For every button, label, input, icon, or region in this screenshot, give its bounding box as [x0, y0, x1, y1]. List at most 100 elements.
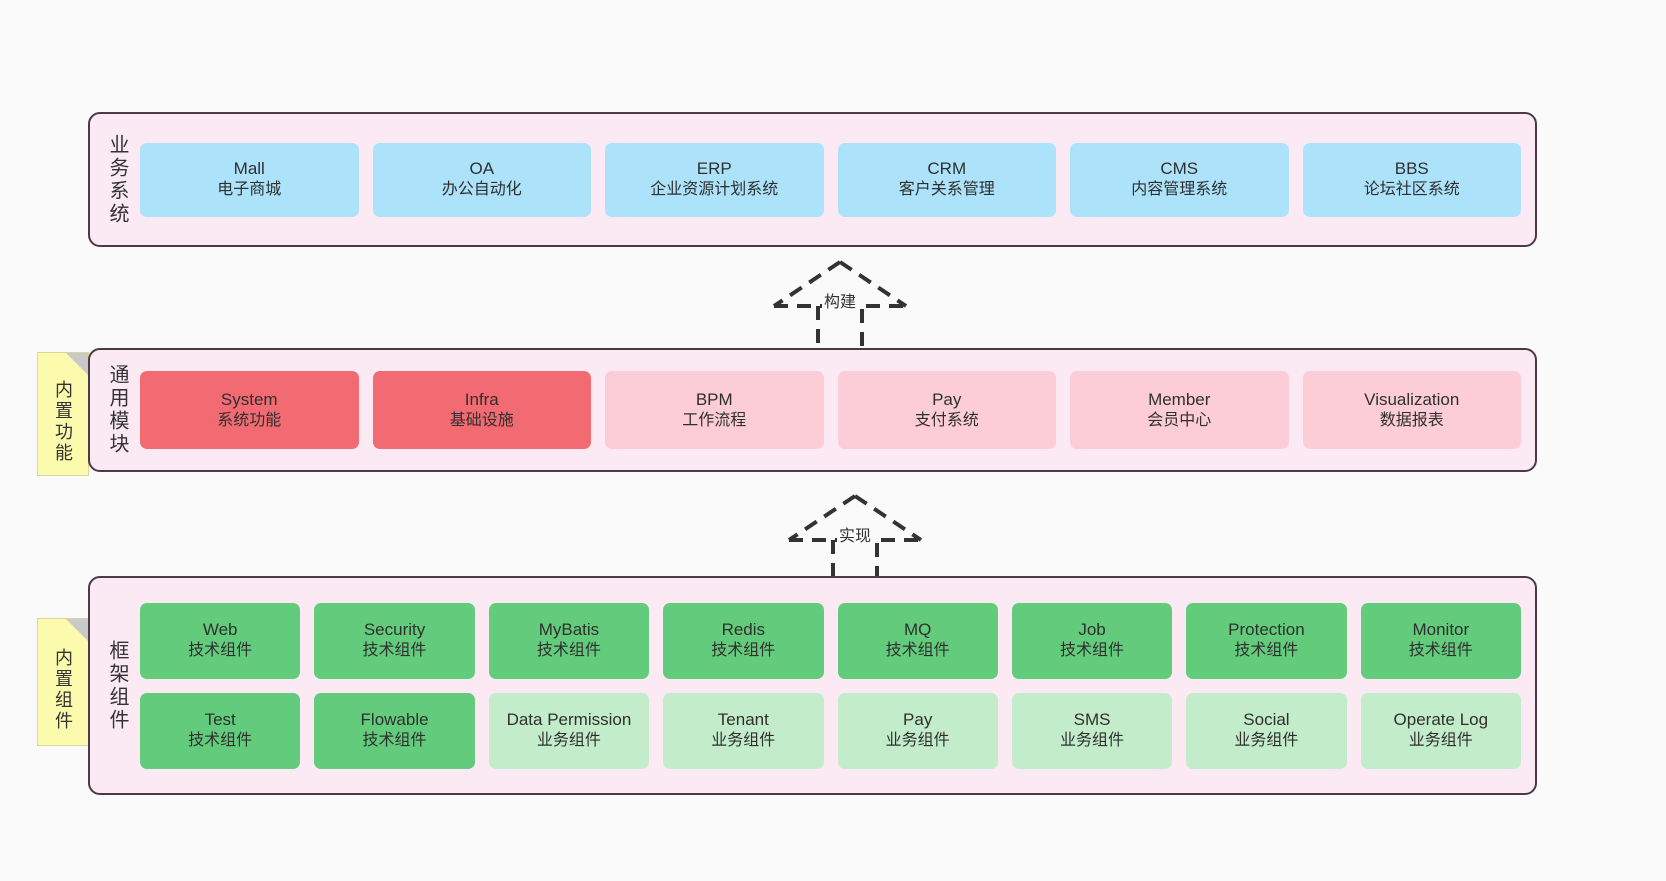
- layer-framework-components: 框架组件 Web 技术组件 Security 技术组件 MyBatis 技术组件…: [88, 576, 1537, 795]
- card-row: System 系统功能 Infra 基础设施 BPM 工作流程 Pay 支付系统…: [140, 371, 1521, 449]
- card-title: MyBatis: [538, 620, 600, 640]
- card-row: Test 技术组件 Flowable 技术组件 Data Permission …: [140, 692, 1521, 769]
- card-operate-log[interactable]: Operate Log 业务组件: [1360, 692, 1521, 769]
- layer-caption-common-modules: 通用模块: [106, 364, 128, 456]
- card-crm[interactable]: CRM 客户关系管理: [837, 142, 1056, 217]
- layer-caption-framework-components: 框架组件: [106, 639, 128, 732]
- card-title: Job: [1078, 620, 1106, 640]
- card-bpm[interactable]: BPM 工作流程: [605, 371, 824, 449]
- card-subtitle: 技术组件: [188, 642, 253, 660]
- card-title: System: [220, 389, 278, 409]
- card-subtitle: 数据报表: [1379, 411, 1444, 429]
- card-row: Mall 电子商城 OA 办公自动化 ERP 企业资源计划系统 CRM 客户关系…: [140, 142, 1521, 217]
- card-flowable[interactable]: Flowable 技术组件: [314, 692, 475, 769]
- page-fold-icon: [66, 619, 88, 641]
- card-test[interactable]: Test 技术组件: [140, 692, 301, 769]
- card-infra[interactable]: Infra 基础设施: [372, 371, 591, 449]
- card-title: Visualization: [1364, 389, 1460, 409]
- layer-body-framework-components: Web 技术组件 Security 技术组件 MyBatis 技术组件 Redi…: [134, 578, 1535, 793]
- card-subtitle: 技术组件: [711, 642, 776, 660]
- card-subtitle: 业务组件: [1408, 732, 1473, 750]
- layer-caption-business-systems: 业务系统: [106, 133, 128, 226]
- card-title: Flowable: [360, 710, 429, 730]
- card-title: Redis: [721, 620, 766, 640]
- layer-body-common-modules: System 系统功能 Infra 基础设施 BPM 工作流程 Pay 支付系统…: [134, 350, 1535, 470]
- card-subtitle: 技术组件: [1060, 642, 1125, 660]
- card-subtitle: 业务组件: [1234, 732, 1299, 750]
- card-system[interactable]: System 系统功能: [140, 371, 359, 449]
- card-subtitle: 论坛社区系统: [1363, 181, 1460, 199]
- card-mall[interactable]: Mall 电子商城: [140, 142, 359, 217]
- card-subtitle: 客户关系管理: [898, 181, 995, 199]
- card-monitor[interactable]: Monitor 技术组件: [1360, 602, 1521, 679]
- card-title: Pay: [932, 389, 962, 409]
- card-title: Data Permission: [506, 710, 632, 730]
- card-subtitle: 技术组件: [1234, 642, 1299, 660]
- connector-implement-label: 实现: [836, 522, 874, 546]
- card-title: Pay: [903, 710, 933, 730]
- card-title: Operate Log: [1393, 710, 1489, 730]
- card-member[interactable]: Member 会员中心: [1070, 371, 1289, 449]
- card-title: Tenant: [717, 710, 769, 730]
- card-subtitle: 技术组件: [362, 642, 427, 660]
- card-job[interactable]: Job 技术组件: [1011, 602, 1173, 679]
- card-social[interactable]: Social 业务组件: [1186, 692, 1347, 769]
- note-label: 内置功能: [53, 380, 73, 464]
- card-visualization[interactable]: Visualization 数据报表: [1302, 371, 1521, 449]
- card-subtitle: 系统功能: [217, 411, 282, 429]
- card-title: Web: [202, 620, 238, 640]
- card-pay-component[interactable]: Pay 业务组件: [837, 692, 998, 769]
- card-title: Social: [1243, 710, 1290, 730]
- card-title: MQ: [903, 620, 932, 640]
- card-security[interactable]: Security 技术组件: [314, 602, 475, 679]
- card-subtitle: 会员中心: [1147, 411, 1212, 429]
- card-title: Infra: [464, 389, 499, 409]
- card-subtitle: 支付系统: [914, 411, 979, 429]
- card-title: Protection: [1228, 620, 1305, 640]
- page-fold-icon: [66, 353, 88, 375]
- card-pay-module[interactable]: Pay 支付系统: [837, 371, 1056, 449]
- card-mq[interactable]: MQ 技术组件: [837, 602, 998, 679]
- layer-business-systems: 业务系统 Mall 电子商城 OA 办公自动化 ERP 企业资源计划系统 CRM…: [88, 112, 1537, 247]
- card-mybatis[interactable]: MyBatis 技术组件: [488, 602, 650, 679]
- card-bbs[interactable]: BBS 论坛社区系统: [1302, 142, 1521, 217]
- card-subtitle: 技术组件: [536, 642, 601, 660]
- note-builtin-components: 内置组件: [37, 618, 89, 746]
- card-web[interactable]: Web 技术组件: [140, 602, 301, 679]
- note-label: 内置组件: [53, 648, 73, 732]
- card-subtitle: 办公自动化: [441, 181, 522, 199]
- card-subtitle: 内容管理系统: [1131, 181, 1228, 199]
- card-tenant[interactable]: Tenant 业务组件: [663, 692, 824, 769]
- card-title: BPM: [695, 389, 733, 409]
- card-title: OA: [469, 159, 495, 179]
- card-title: Member: [1148, 389, 1211, 409]
- card-title: Mall: [233, 159, 265, 179]
- card-subtitle: 基础设施: [449, 411, 514, 429]
- note-builtin-features: 内置功能: [37, 352, 89, 476]
- card-title: CRM: [927, 159, 967, 179]
- card-cms[interactable]: CMS 内容管理系统: [1070, 142, 1289, 217]
- card-protection[interactable]: Protection 技术组件: [1186, 602, 1347, 679]
- card-subtitle: 业务组件: [711, 732, 776, 750]
- card-subtitle: 技术组件: [1408, 642, 1473, 660]
- card-subtitle: 技术组件: [188, 732, 253, 750]
- card-subtitle: 技术组件: [362, 732, 427, 750]
- card-subtitle: 企业资源计划系统: [650, 181, 779, 199]
- card-title: SMS: [1073, 710, 1111, 730]
- connector-implement: 实现: [775, 490, 935, 586]
- card-erp[interactable]: ERP 企业资源计划系统: [605, 142, 824, 217]
- card-title: Security: [363, 620, 426, 640]
- card-subtitle: 业务组件: [536, 732, 601, 750]
- card-subtitle: 业务组件: [885, 732, 950, 750]
- card-title: BBS: [1394, 159, 1429, 179]
- card-subtitle: 工作流程: [682, 411, 747, 429]
- card-subtitle: 技术组件: [885, 642, 950, 660]
- card-data-permission[interactable]: Data Permission 业务组件: [488, 692, 650, 769]
- card-oa[interactable]: OA 办公自动化: [372, 142, 591, 217]
- card-title: CMS: [1160, 159, 1199, 179]
- card-row: Web 技术组件 Security 技术组件 MyBatis 技术组件 Redi…: [140, 602, 1521, 679]
- card-redis[interactable]: Redis 技术组件: [663, 602, 824, 679]
- card-title: Monitor: [1412, 620, 1470, 640]
- card-sms[interactable]: SMS 业务组件: [1011, 692, 1173, 769]
